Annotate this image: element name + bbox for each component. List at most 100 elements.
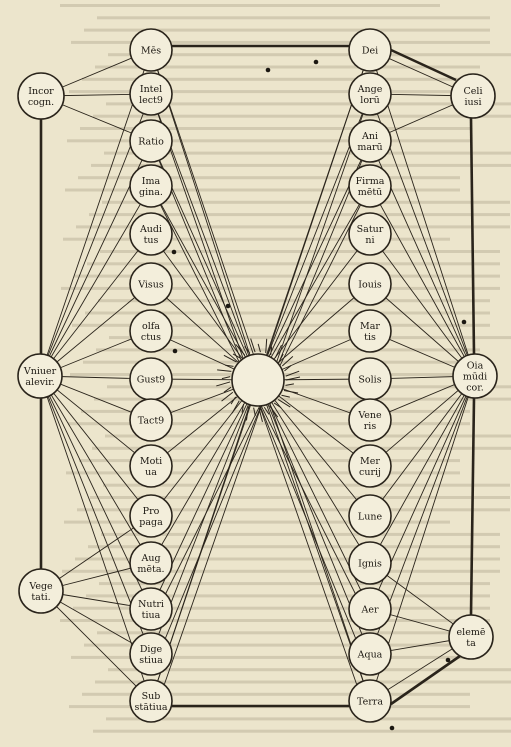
bleed-line	[108, 668, 511, 672]
left-node-12-label: tiua	[142, 610, 161, 621]
side-node-vniuersalis-label: Vniuer	[23, 366, 57, 377]
right-node-6-label: tis	[364, 332, 376, 343]
left-node-6-label: olfa	[142, 321, 160, 332]
sun-ray	[224, 364, 234, 367]
bleed-line	[99, 582, 490, 586]
right-node-1-label: Ange	[357, 84, 383, 95]
frame-line	[390, 48, 457, 82]
bleed-line	[87, 262, 500, 266]
bleed-line	[86, 594, 490, 598]
side-node-celestium-label: iusi	[464, 97, 481, 108]
diagram-nodes: MēsIntellect9RatioImagina.AuditusVisusol…	[17, 28, 498, 731]
bleed-line	[84, 28, 490, 32]
sun-ray	[263, 407, 270, 415]
right-node-4-label: ni	[365, 235, 374, 246]
left-node-2-circle	[129, 119, 173, 163]
connector-line	[369, 283, 476, 377]
left-node-11-circle	[129, 541, 173, 585]
connector-line	[369, 185, 476, 377]
left-node-3-label: Ima	[142, 176, 161, 187]
sun-ray	[217, 369, 232, 372]
connector-line	[39, 233, 152, 377]
side-node-vegetatiua-circle	[18, 568, 64, 614]
left-node-11-label: mēta.	[137, 564, 164, 575]
sun-ray	[223, 386, 232, 393]
sun-ray	[257, 343, 261, 353]
left-node-9-label: Moti	[140, 456, 162, 467]
left-node-3-circle	[129, 164, 173, 208]
left-node-1-label: Intel	[140, 84, 162, 95]
bleed-line	[104, 151, 511, 155]
side-node-incorporea-circle	[17, 72, 65, 120]
left-node-14-circle	[129, 679, 173, 723]
bleed-line	[109, 336, 511, 340]
bleed-line	[88, 545, 500, 549]
bleed-line	[95, 65, 480, 69]
left-node-10-label: paga	[139, 517, 163, 528]
bleed-line	[75, 557, 500, 561]
sun-ray	[277, 399, 291, 408]
bleed-line	[108, 53, 511, 57]
bleed-line	[82, 77, 480, 81]
side-node-vniuersalis-circle	[17, 353, 63, 399]
bleed-line	[60, 619, 490, 622]
right-node-12-circle	[348, 587, 392, 631]
connector-line	[39, 375, 152, 564]
side-node-omnia-label: cor.	[466, 383, 484, 394]
left-node-14-label: Sub	[142, 691, 161, 702]
left-node-13-circle	[129, 632, 173, 676]
bleed-line	[93, 729, 511, 733]
sun-ray	[285, 383, 294, 386]
left-node-6-circle	[129, 309, 173, 353]
bleed-line	[69, 90, 480, 94]
connector-line	[150, 379, 259, 517]
right-node-3-label: Firma	[356, 176, 385, 187]
ink-speck	[461, 319, 467, 325]
right-node-8-label: ris	[364, 421, 377, 432]
sun-ray	[265, 338, 268, 354]
left-node-14-label: stātiua	[135, 702, 168, 713]
bleed-line	[81, 409, 470, 413]
side-node-celestium-circle	[450, 73, 496, 119]
left-node-5: Visus	[129, 262, 173, 306]
bleed-line	[80, 127, 470, 130]
bleed-line	[68, 422, 470, 426]
right-node-3-label: mētū	[358, 187, 383, 198]
left-node-1-circle	[129, 72, 173, 116]
bleed-line	[67, 139, 470, 143]
connector-line	[150, 233, 259, 381]
bleed-line	[97, 631, 480, 635]
side-node-vegetatiua-label: tati.	[31, 592, 50, 603]
left-node-8-label: Tact9	[138, 416, 164, 427]
right-node-13: Aqua	[348, 632, 392, 676]
sun-emblem	[216, 338, 301, 422]
left-node-3-label: gina.	[139, 187, 163, 198]
left-node-8-circle	[129, 398, 173, 442]
sun-ray	[283, 389, 299, 394]
sun-ray	[232, 353, 241, 359]
left-node-7: Gust9	[129, 357, 173, 401]
frame-line	[469, 117, 476, 355]
bleed-line	[71, 655, 480, 659]
side-node-elementa-label: elemē	[457, 627, 486, 638]
left-node-9-circle	[129, 444, 173, 488]
right-node-4-label: Satur	[357, 224, 384, 235]
bleed-line	[84, 643, 480, 647]
right-node-8-circle	[348, 398, 392, 442]
left-node-13-label: stiua	[139, 655, 163, 666]
bleed-line	[91, 163, 511, 167]
right-node-11: Ignis	[348, 541, 392, 585]
bleed-line	[71, 40, 490, 44]
sun-ray	[281, 356, 294, 367]
bleed-line	[101, 532, 500, 536]
side-node-omnia-label: mūdi	[463, 372, 487, 383]
sun-ray	[241, 403, 245, 413]
